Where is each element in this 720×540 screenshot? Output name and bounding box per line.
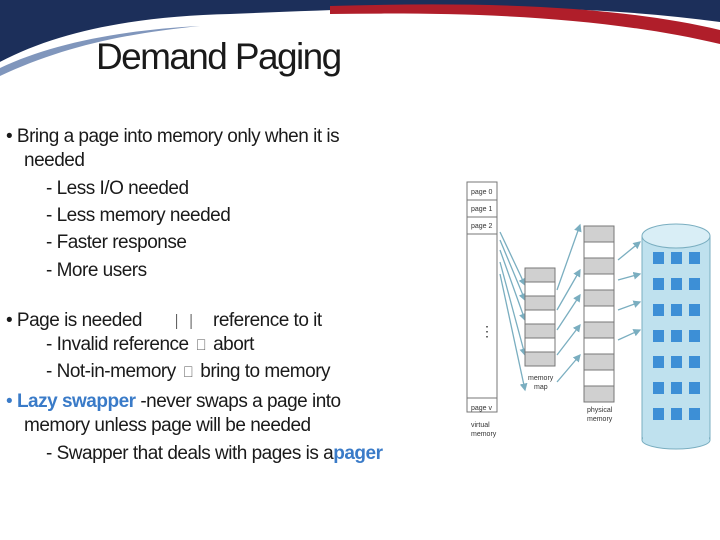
- page-title: Demand Paging: [96, 36, 342, 77]
- sub-bullet-abort-text: abort: [213, 334, 254, 355]
- sub-bullet-less-io: - Less I/O needed: [46, 178, 189, 199]
- sub-bullet-invalid-text: - Invalid reference: [46, 334, 189, 355]
- sub-bullet-pager: - Swapper that deals with pages is apage…: [46, 443, 383, 465]
- page-1-label: page 1: [471, 206, 493, 213]
- arrow-glyph: ⎕: [183, 364, 193, 381]
- header-banner: [0, 0, 720, 76]
- bullet-3-marker: •: [6, 391, 13, 412]
- sub-bullet-pager-text: - Swapper that deals with pages is a: [46, 443, 334, 464]
- page-v-label: page v: [471, 405, 493, 412]
- bullet-3-line-1: • Lazy swapper -never swaps a page into: [6, 391, 341, 413]
- ellipsis-dots: ⋮: [480, 323, 494, 339]
- memory-map-label-1: memory: [528, 375, 554, 382]
- lazy-swapper-term: Lazy swapper: [16, 391, 136, 412]
- virtual-memory-label-1: virtual: [471, 422, 490, 429]
- pager-term: pager: [333, 443, 383, 464]
- bullet-1-line-2: needed: [24, 150, 85, 171]
- sub-bullet-less-memory: - Less memory needed: [46, 205, 231, 226]
- sub-bullet-more-users: - More users: [46, 260, 147, 281]
- page-2-label: page 2: [471, 223, 493, 230]
- virtual-memory-label-2: memory: [471, 431, 497, 438]
- sub-bullet-bring-text: bring to memory: [200, 361, 331, 382]
- bullet-2-text-b: reference to it: [213, 310, 322, 331]
- sub-bullet-faster-response: - Faster response: [46, 232, 187, 253]
- sub-bullet-not-in-memory: - Not-in-memory ⎕ bring to memory: [46, 361, 331, 383]
- bullet-2-line: • Page is needed ⎸⎸ reference to it: [6, 310, 322, 332]
- memory-map-column: [524, 267, 556, 367]
- virtual-memory-column: [466, 181, 498, 413]
- disk-cylinder-icon: [641, 223, 711, 450]
- physical-memory-label-2: memory: [587, 416, 613, 423]
- swap-arrows: [499, 223, 642, 392]
- physical-memory-label-1: physical: [587, 407, 613, 414]
- bullet-1-line-1: • Bring a page into memory only when it …: [6, 126, 340, 147]
- bullet-3-line-2: memory unless page will be needed: [24, 415, 311, 436]
- sub-bullet-not-in-memory-text: - Not-in-memory: [46, 361, 176, 382]
- memory-map-label-2: map: [534, 384, 548, 391]
- bullet-3-text: -never swaps a page into: [140, 391, 341, 412]
- demand-paging-figure: page 0 page 1 page 2 ⋮ page v virtual me…: [466, 181, 711, 450]
- arrow-glyph: ⎕: [196, 337, 206, 354]
- implies-glyph: ⎸⎸: [175, 313, 206, 330]
- physical-memory-column: [583, 225, 615, 403]
- bullet-2-text-a: • Page is needed: [6, 310, 142, 331]
- page-0-label: page 0: [471, 189, 493, 196]
- sub-bullet-invalid-reference: - Invalid reference ⎕ abort: [46, 334, 254, 356]
